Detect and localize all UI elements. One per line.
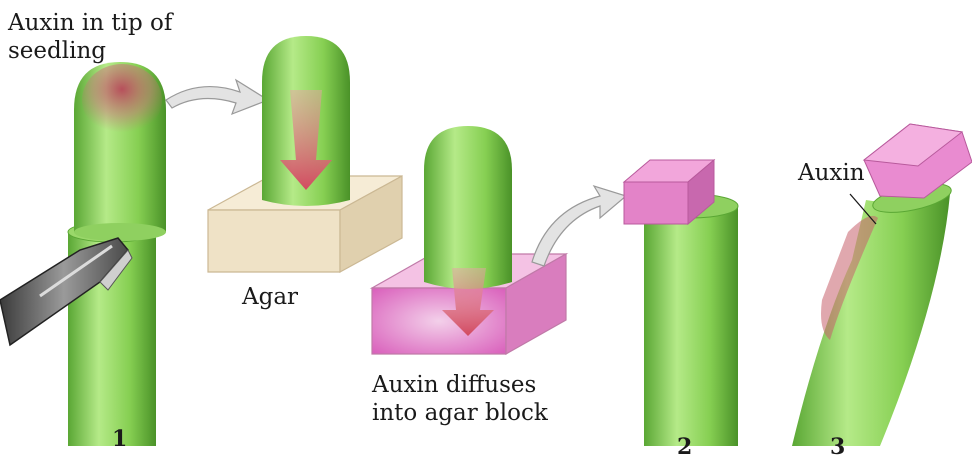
curved-arrow-icon [532, 186, 626, 266]
auxin-tip-highlight [82, 64, 162, 136]
seedling-3 [792, 178, 954, 446]
label-auxin-diffuses-line2: into agar block [372, 400, 548, 426]
step-number-1: 1 [112, 426, 127, 452]
curved-arrow-icon [166, 80, 268, 114]
seedling-2 [644, 194, 738, 446]
label-auxin-tip-line1: Auxin in tip of [8, 10, 172, 36]
label-auxin-diffuses-line1: Auxin diffuses [372, 372, 536, 398]
agar-block-on-seedling-3 [864, 124, 972, 198]
excised-tip-1 [262, 36, 350, 206]
label-auxin: Auxin [798, 160, 865, 186]
label-agar: Agar [242, 284, 298, 310]
label-auxin-tip-line2: seedling [8, 38, 106, 64]
step-number-2: 2 [677, 434, 692, 460]
step-number-3: 3 [830, 434, 845, 460]
